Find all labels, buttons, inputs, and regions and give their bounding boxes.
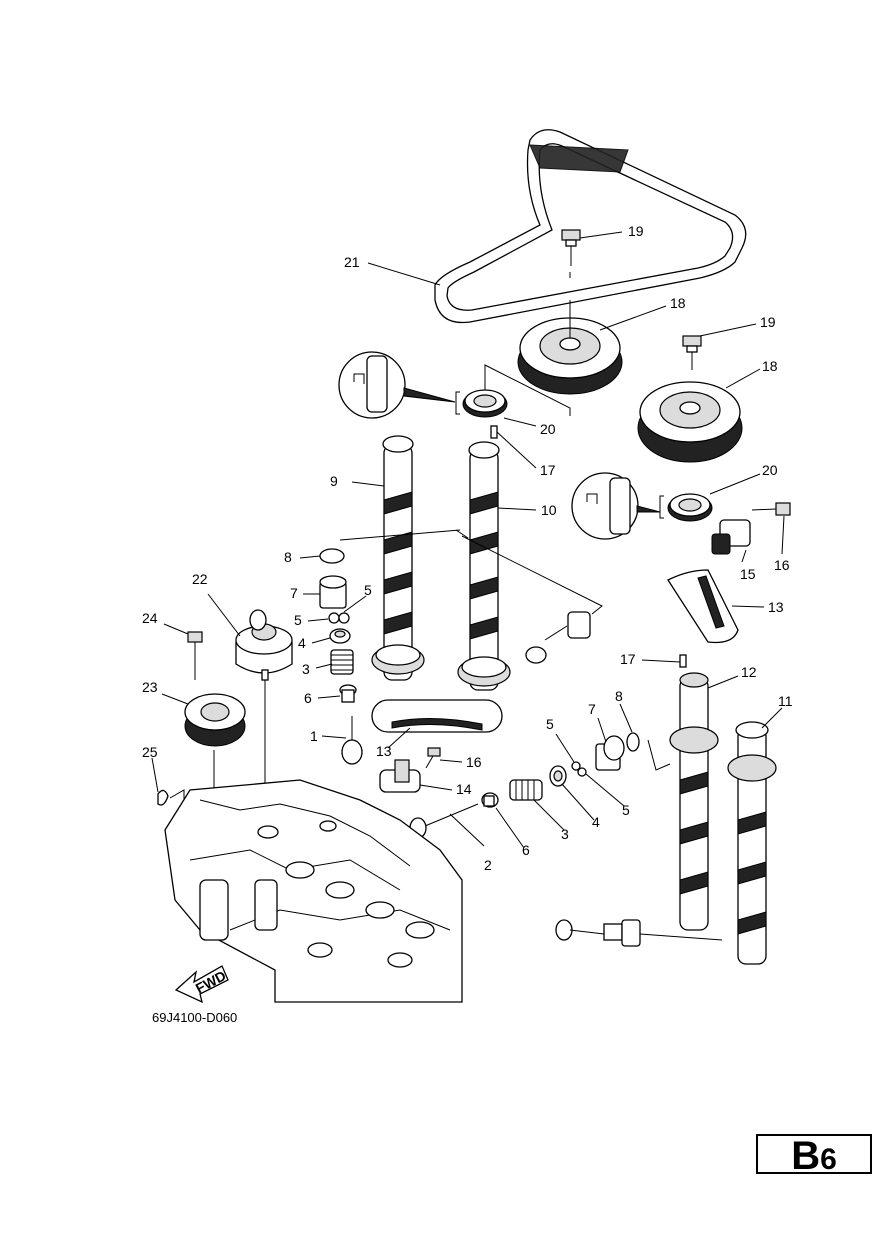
oil-seal-20-right[interactable]: [571, 472, 713, 540]
bolt-16-lower[interactable]: [425, 747, 441, 769]
valve-1[interactable]: [341, 716, 363, 765]
callout-25: 25: [142, 744, 158, 760]
camshaft-12[interactable]: [669, 672, 719, 931]
callout-3-left: 3: [302, 661, 310, 677]
callout-22: 22: [192, 571, 208, 587]
timing-chain-13-right[interactable]: [667, 569, 739, 644]
page-badge-letter: B: [791, 1134, 821, 1178]
forward-direction-arrow: FWD: [174, 965, 229, 1004]
callout-9: 9: [330, 473, 338, 489]
page-badge-number: 6: [820, 1143, 837, 1176]
callout-6-right: 6: [522, 842, 530, 858]
callout-13-left: 13: [376, 743, 392, 759]
cotter-5-left[interactable]: [328, 612, 350, 624]
callout-17-upper: 17: [540, 462, 556, 478]
callout-8-left: 8: [284, 549, 292, 565]
retainer-4-right[interactable]: [549, 765, 567, 787]
callout-12: 12: [741, 664, 757, 680]
valve-seal-6-left[interactable]: [339, 684, 357, 703]
camshaft-pulley-18-left[interactable]: [517, 300, 623, 395]
callout-24: 24: [142, 610, 158, 626]
dowel-pin-17-upper[interactable]: [490, 425, 498, 439]
shim-8-left[interactable]: [319, 548, 345, 564]
chain-tensioner-14[interactable]: [379, 759, 421, 793]
bolt-24[interactable]: [187, 631, 203, 680]
callout-18-right: 18: [762, 358, 778, 374]
timing-belt[interactable]: [434, 129, 747, 324]
callout-21: 21: [344, 254, 360, 270]
callout-20-left: 20: [540, 421, 556, 437]
callout-23: 23: [142, 679, 158, 695]
page-badge: B 6: [756, 1134, 872, 1178]
bolt-19-upper[interactable]: [561, 229, 581, 278]
camshaft-9[interactable]: [371, 435, 425, 681]
callout-20-right: 20: [762, 462, 778, 478]
bolt-19-right[interactable]: [682, 335, 702, 370]
callout-3-right: 3: [561, 826, 569, 842]
callout-8-right: 8: [615, 688, 623, 704]
valve-spring-3-right[interactable]: [509, 779, 543, 801]
callout-15: 15: [740, 566, 756, 582]
callout-19-right: 19: [760, 314, 776, 330]
callout-4-right: 4: [592, 814, 600, 830]
valve-assembly-intake-right[interactable]: [455, 529, 603, 664]
callout-6-left: 6: [304, 690, 312, 706]
valve-spring-3-left[interactable]: [330, 649, 354, 675]
camshaft-11[interactable]: [727, 721, 777, 965]
callout-7-right: 7: [588, 701, 596, 717]
callout-5-left-lower: 5: [294, 612, 302, 628]
callout-4-left: 4: [298, 635, 306, 651]
cotter-5-right[interactable]: [571, 761, 587, 777]
callout-19-upper: 19: [628, 223, 644, 239]
callout-10: 10: [541, 502, 557, 518]
callout-14: 14: [456, 781, 472, 797]
callout-leaders: [151, 231, 785, 849]
oil-seal-20-left[interactable]: [338, 351, 571, 419]
valve-assembly-exhaust-right[interactable]: [555, 919, 723, 947]
callout-17-lower: 17: [620, 651, 636, 667]
retainer-4-left[interactable]: [329, 628, 351, 644]
cylinder-head: [164, 779, 463, 1003]
drawing-code: 69J4100-D060: [152, 1010, 238, 1025]
camshaft-pulley-18-right[interactable]: [637, 381, 743, 463]
tappet-7-right[interactable]: [595, 735, 625, 771]
callout-5-right-lower: 5: [622, 802, 630, 818]
callout-1: 1: [310, 728, 318, 744]
callout-16-right: 16: [774, 557, 790, 573]
valve-seal-6-right[interactable]: [481, 792, 499, 808]
fwd-label: FWD: [193, 967, 229, 996]
valve-2[interactable]: [409, 803, 479, 839]
callout-5-right-upper: 5: [546, 716, 554, 732]
bolt-16-right[interactable]: [751, 502, 791, 516]
callout-11: 11: [778, 693, 793, 709]
camshaft-10[interactable]: [457, 441, 511, 691]
callout-7-left: 7: [290, 585, 298, 601]
tappet-7-left[interactable]: [319, 575, 347, 609]
callout-2: 2: [484, 857, 492, 873]
callout-13-right: 13: [768, 599, 784, 615]
chain-tensioner-15[interactable]: [711, 519, 751, 555]
dowel-pin-17-lower[interactable]: [679, 654, 687, 668]
callout-numbers: 21 19 18 19 18 20 17 9 10 20 8 7 5 5 4 3…: [142, 223, 793, 873]
callout-16-lower: 16: [466, 754, 482, 770]
shim-8-right[interactable]: [626, 732, 640, 752]
tensioner-pulley-22[interactable]: [235, 609, 293, 910]
callout-5-left-upper: 5: [364, 582, 372, 598]
timing-chain-13-left[interactable]: [371, 699, 503, 733]
callout-18-left: 18: [670, 295, 686, 311]
